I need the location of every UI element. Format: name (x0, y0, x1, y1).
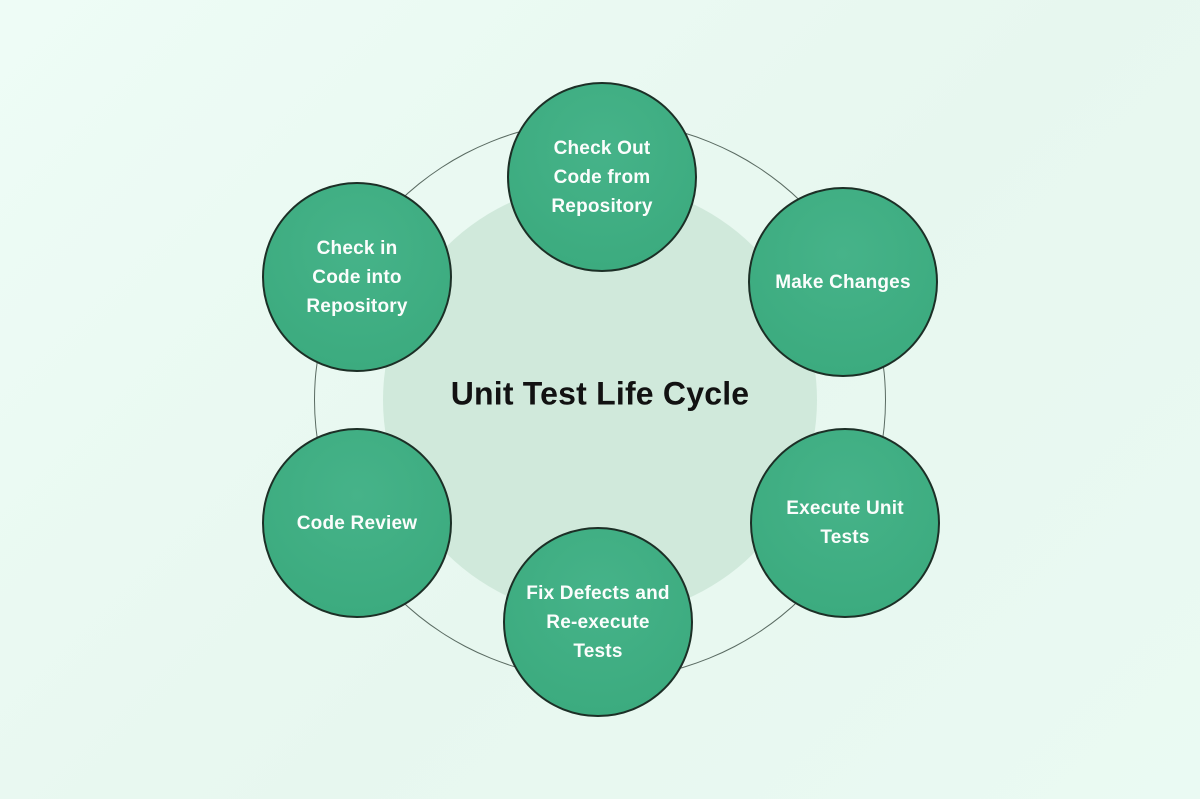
step-label-fix-defects: Fix Defects and Re-execute Tests (526, 582, 670, 662)
step-label-code-review: Code Review (296, 512, 418, 534)
step-node-make-changes: Make Changes (748, 187, 938, 377)
step-label-check-out-code: Check Out Code from Repository (551, 137, 653, 217)
step-node-check-out-code: Check Out Code from Repository (507, 82, 697, 272)
diagram-title: Unit Test Life Cycle (450, 375, 750, 412)
step-node-execute-unit-tests: Execute Unit Tests (750, 428, 940, 618)
step-label-check-in-code: Check in Code into Repository (306, 237, 408, 317)
step-node-check-in-code: Check in Code into Repository (262, 182, 452, 372)
step-label-make-changes: Make Changes (775, 271, 911, 293)
step-node-fix-defects: Fix Defects and Re-execute Tests (503, 527, 693, 717)
step-node-code-review: Code Review (262, 428, 452, 618)
step-label-execute-unit-tests: Execute Unit Tests (786, 498, 904, 548)
